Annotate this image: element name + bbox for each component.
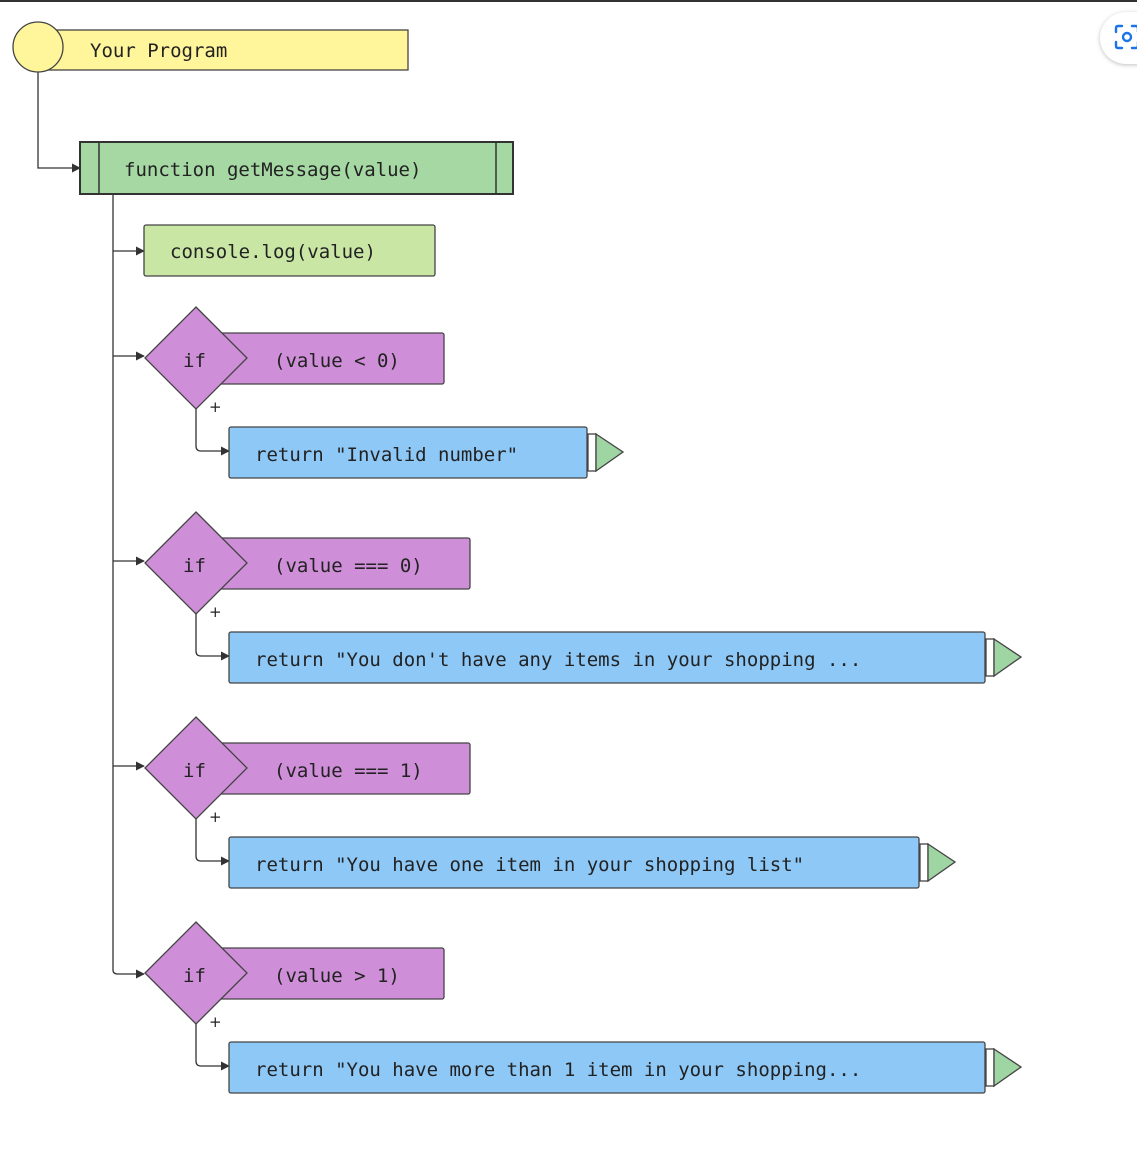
end-marker-icon — [985, 1047, 1023, 1088]
if-keyword: if — [183, 965, 206, 987]
true-branch-marker: + — [209, 808, 222, 826]
branch-2: if (value === 0) + return "You don't hav… — [144, 511, 1023, 684]
focus-scan-button[interactable] — [1100, 12, 1137, 64]
condition-label: (value > 1) — [274, 965, 400, 987]
return-label: return "Invalid number" — [255, 444, 518, 466]
true-branch-marker: + — [209, 603, 222, 621]
return-label: return "You have one item in your shoppi… — [255, 854, 804, 876]
return-box — [228, 1041, 986, 1094]
start-circle — [12, 21, 64, 73]
condition-label: (value < 0) — [274, 350, 400, 372]
true-branch-marker: + — [209, 1013, 222, 1031]
return-label: return "You have more than 1 item in you… — [255, 1059, 861, 1081]
log-node: console.log(value) — [143, 224, 436, 277]
return-label: return "You don't have any items in your… — [255, 649, 861, 671]
focus-scan-icon — [1114, 24, 1137, 50]
return-box — [228, 426, 588, 479]
condition-label: (value === 0) — [274, 555, 423, 577]
return-box — [228, 631, 986, 684]
function-label: function getMessage(value) — [124, 159, 421, 181]
condition-label: (value === 1) — [274, 760, 423, 782]
end-marker-icon — [587, 432, 625, 473]
branch-4: if (value > 1) + return "You have more t… — [144, 921, 1023, 1094]
connector-start-to-function — [37, 72, 81, 173]
end-marker-icon — [919, 842, 957, 883]
program-start-node: Your Program — [12, 21, 409, 73]
if-keyword: if — [183, 760, 206, 782]
log-label: console.log(value) — [170, 241, 376, 263]
function-node: function getMessage(value) — [79, 141, 514, 195]
top-border — [0, 0, 1137, 2]
if-keyword: if — [183, 350, 206, 372]
branch-1: if (value < 0) + return "Invalid number" — [144, 306, 625, 479]
connector-to-branch-4 — [112, 969, 145, 979]
return-box — [228, 836, 920, 889]
end-marker-icon — [985, 637, 1023, 678]
if-keyword: if — [183, 555, 206, 577]
branch-3: if (value === 1) + return "You have one … — [144, 716, 957, 889]
program-label: Your Program — [90, 40, 227, 62]
true-branch-marker: + — [209, 398, 222, 416]
